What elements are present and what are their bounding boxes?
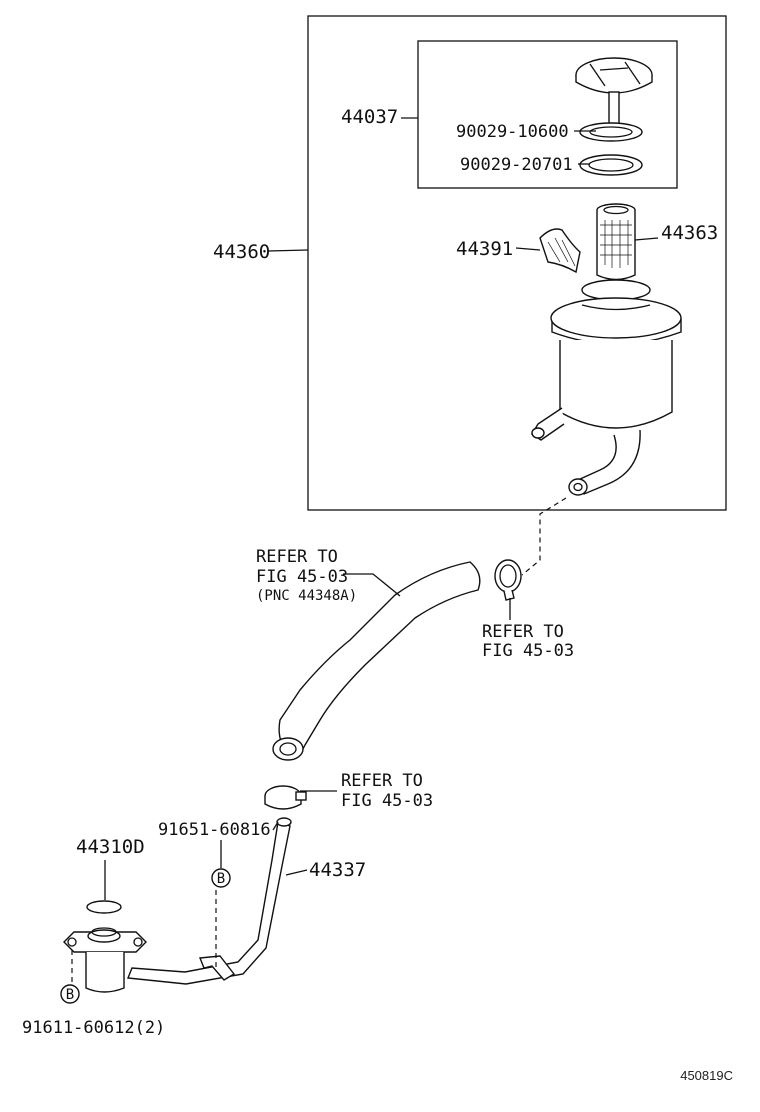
label-bolt-lower: 91611-60612(2) — [22, 1018, 165, 1038]
reservoir-tank — [531, 279, 682, 496]
label-clamp-upper-ref-1: REFER TO — [482, 622, 564, 642]
gasket-upper — [579, 122, 643, 142]
clamp-lower — [264, 785, 307, 810]
clamp-upper — [494, 559, 522, 601]
strainer-tag — [539, 228, 581, 274]
return-hose — [278, 561, 481, 757]
strainer — [596, 203, 636, 281]
label-reservoir-assembly: 44360 — [213, 241, 270, 263]
bolt-marker-lower — [60, 984, 80, 1004]
label-gasket-lower: 90029-20701 — [460, 155, 573, 175]
label-clamp-lower-ref-1: REFER TO — [341, 771, 423, 791]
label-pipe: 44337 — [309, 859, 366, 881]
hose-end — [272, 737, 304, 761]
o-ring — [86, 900, 122, 914]
figure-id: 450819C — [680, 1068, 733, 1083]
gasket-lower — [579, 154, 643, 176]
filler-housing — [63, 927, 147, 993]
label-hose-ref-1: REFER TO — [256, 547, 338, 567]
label-bolt-upper: 91651-60816 — [158, 820, 271, 840]
label-hose-ref-3: (PNC 44348A) — [256, 588, 357, 604]
reservoir-assembly-box — [307, 15, 727, 511]
label-o-ring: 44310D — [76, 836, 145, 858]
label-strainer-tag: 44391 — [456, 238, 513, 260]
bolt-marker-upper-letter: B — [217, 871, 225, 887]
bolt-marker-upper — [211, 868, 231, 888]
pipe — [127, 821, 291, 985]
label-clamp-upper-ref-2: FIG 45-03 — [482, 641, 574, 661]
bolt-marker-lower-letter: B — [66, 987, 74, 1003]
label-clamp-lower-ref-2: FIG 45-03 — [341, 791, 433, 811]
label-strainer: 44363 — [661, 222, 718, 244]
reservoir-cap — [575, 57, 653, 125]
label-cap-assembly: 44037 — [341, 106, 398, 128]
cap-assembly-box — [417, 40, 678, 189]
label-gasket-upper: 90029-10600 — [456, 122, 569, 142]
label-hose-ref-2: FIG 45-03 — [256, 567, 348, 587]
pipe-bracket — [199, 955, 236, 981]
